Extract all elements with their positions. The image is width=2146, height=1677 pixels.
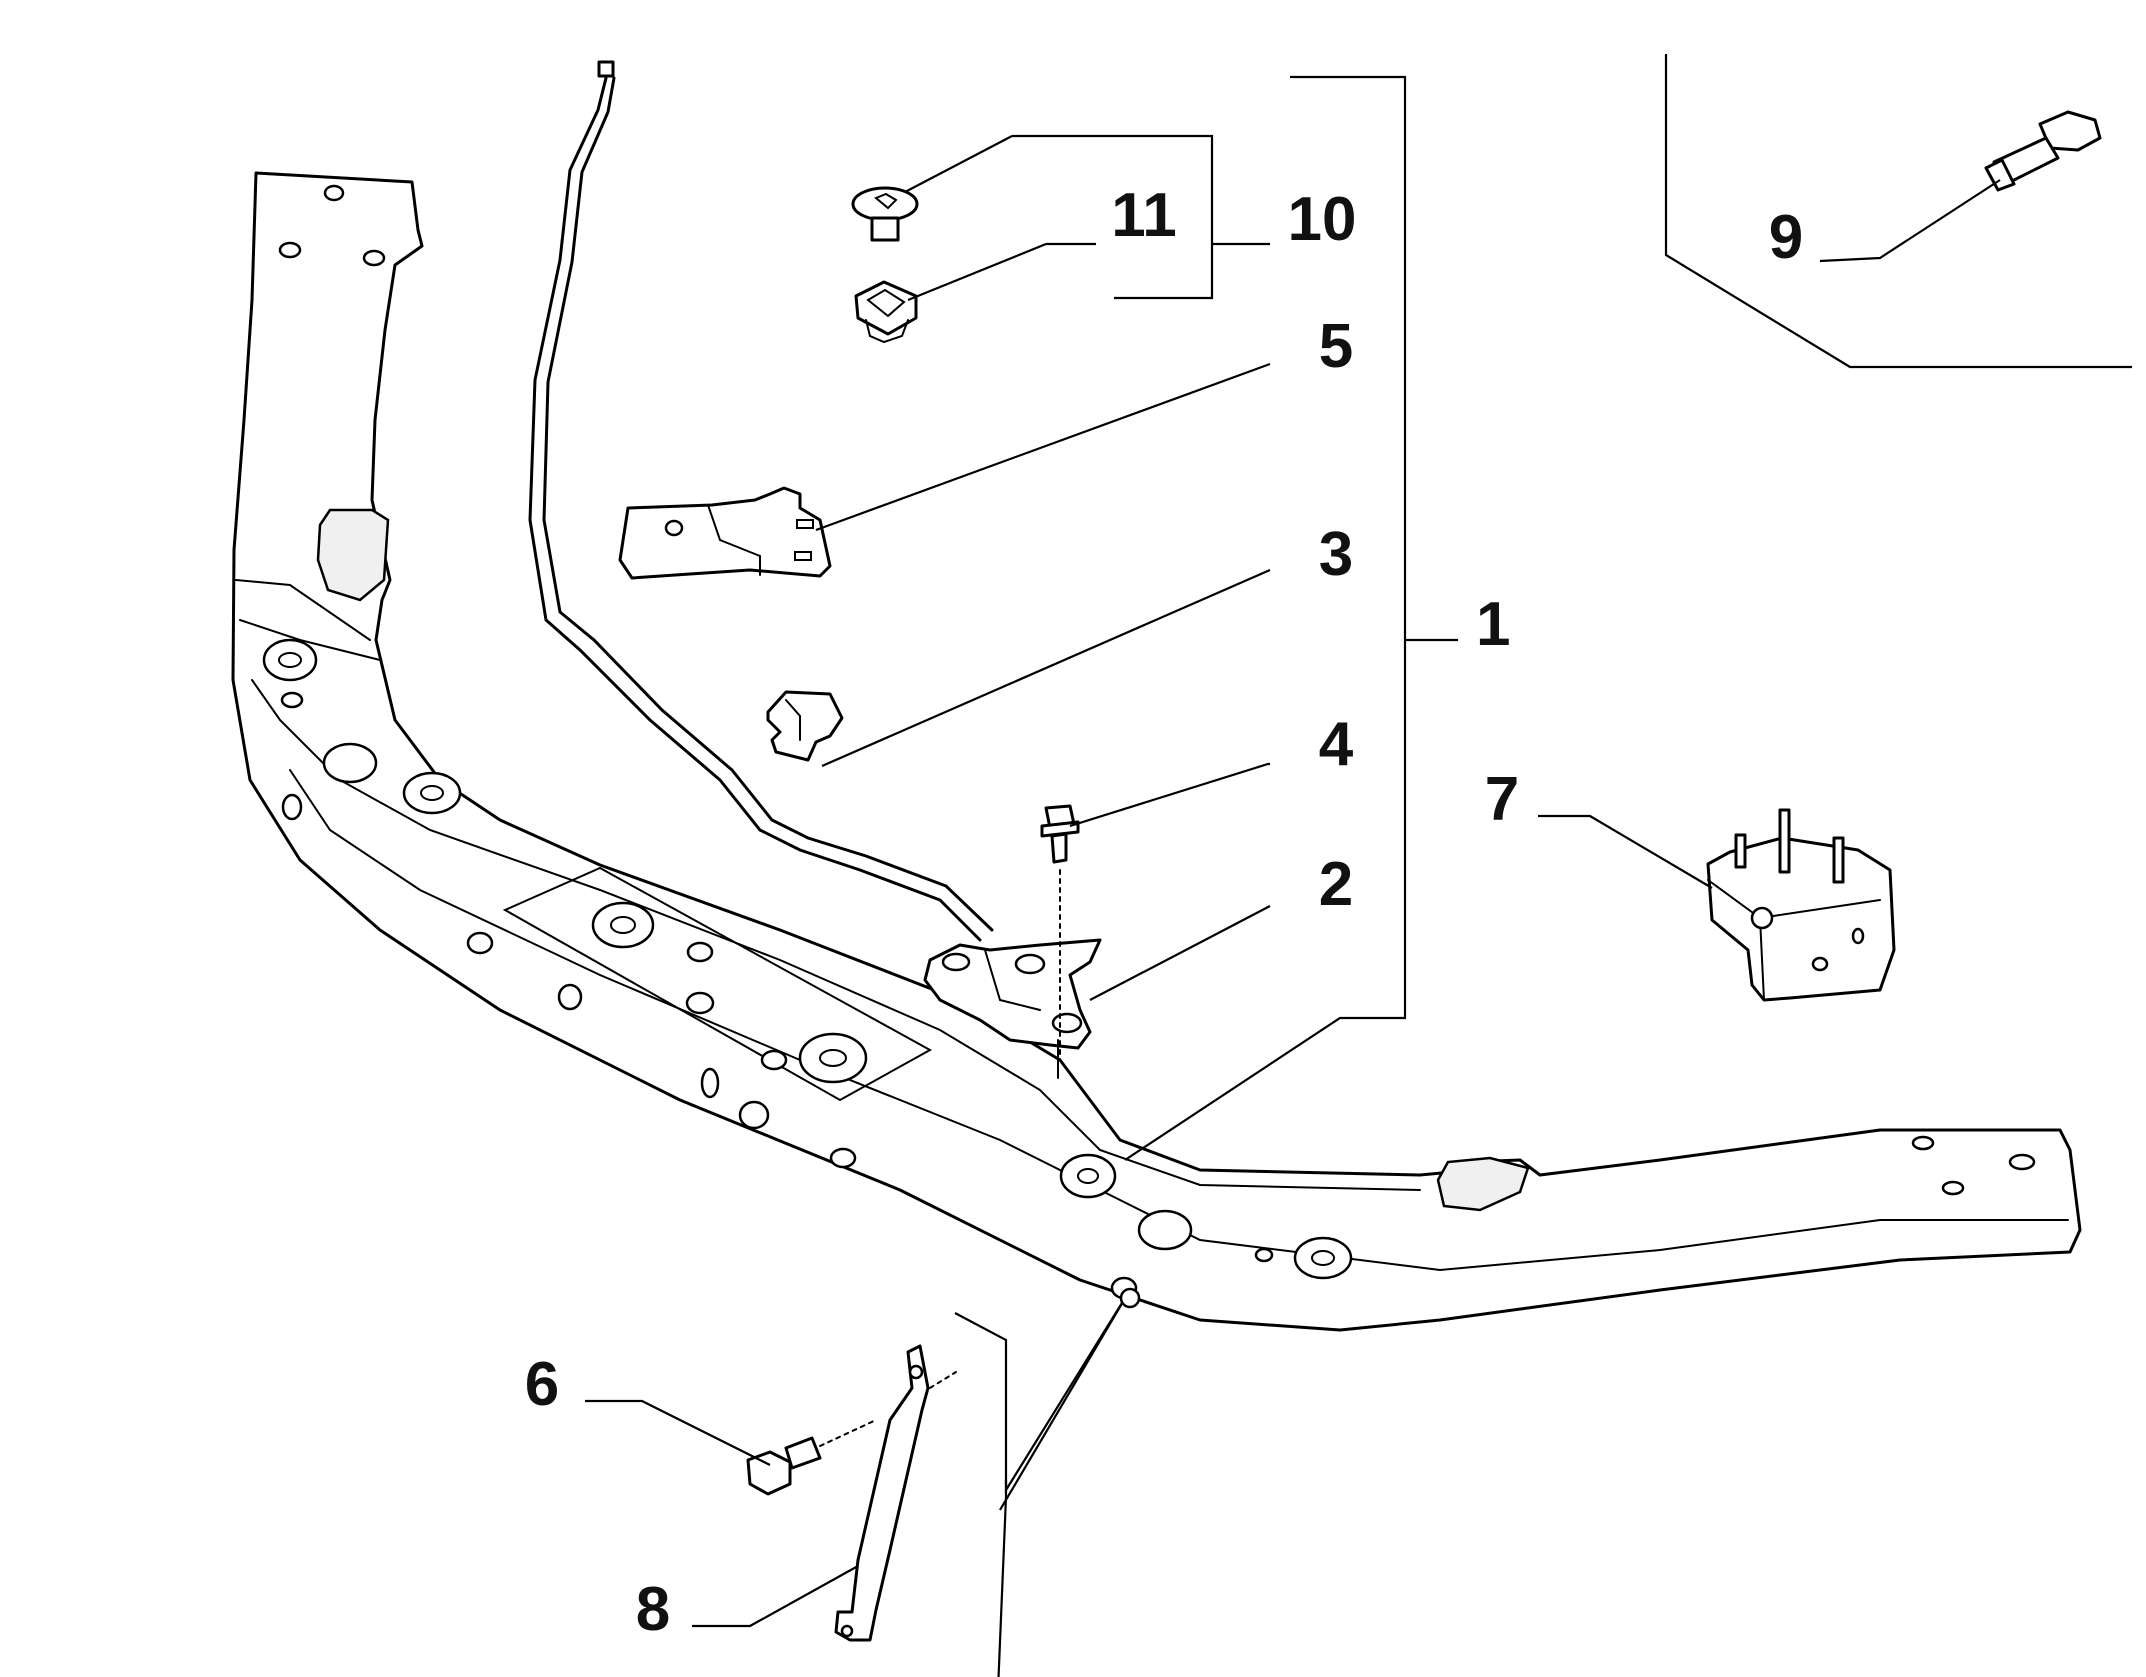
callout-2: 2 [1319, 850, 1353, 919]
callout-3: 3 [1319, 520, 1353, 589]
screw-part-4 [1040, 804, 1080, 1061]
hood-release-cable [528, 60, 994, 942]
bolt-part-6 [746, 1419, 877, 1496]
screw-part-10 [851, 186, 919, 242]
callout-11: 11 [1111, 181, 1177, 250]
leader-lines [585, 54, 2132, 1677]
callout-4: 4 [1319, 710, 1354, 779]
callout-labels: 1 2 3 4 5 6 7 8 9 10 11 [525, 181, 1803, 1644]
callout-9: 9 [1769, 203, 1803, 272]
callout-1: 1 [1476, 590, 1510, 659]
crossmember-part-1 [231, 171, 2082, 1332]
callout-10: 10 [1288, 185, 1357, 254]
nut-part-11 [854, 280, 918, 344]
latch-bracket-part-2 [923, 938, 1102, 1079]
clip-part-3 [766, 690, 844, 762]
strap-part-8 [834, 1344, 957, 1642]
callout-8: 8 [636, 1575, 670, 1644]
bracket-part-5 [618, 486, 832, 580]
bracket-part-7 [1706, 808, 1896, 1002]
callout-7: 7 [1485, 765, 1519, 834]
bolt-part-9 [1984, 110, 2102, 192]
callout-6: 6 [525, 1350, 559, 1419]
callout-5: 5 [1319, 312, 1353, 381]
